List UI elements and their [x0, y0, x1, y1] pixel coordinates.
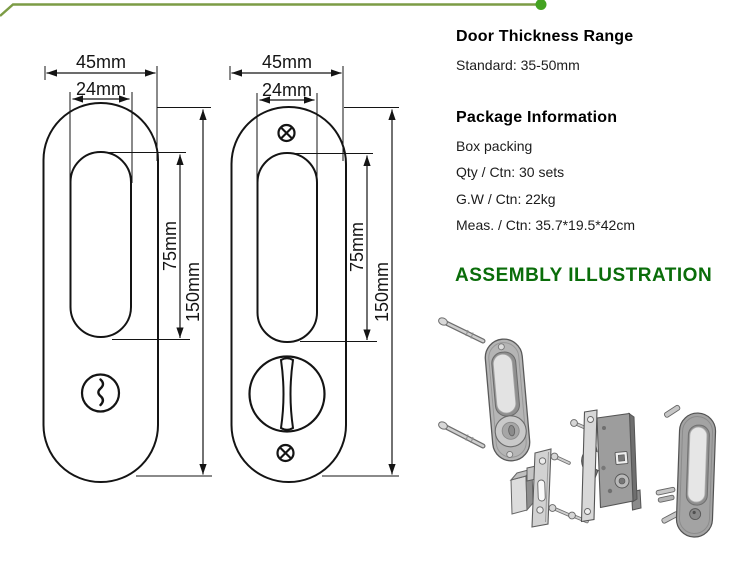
bottom-screw-icon — [276, 443, 295, 463]
package-line: G.W / Ctn: 22kg — [456, 191, 556, 207]
inner-recess-outline — [69, 151, 132, 338]
door-thickness-value: Standard: 35-50mm — [456, 57, 580, 73]
dim-label-inner-width: 24mm — [262, 80, 312, 100]
dim-label-inner-height: 75mm — [347, 222, 367, 272]
long-screw-icon — [438, 317, 486, 344]
package-info-title: Package Information — [456, 109, 618, 126]
assembly-illustration — [438, 317, 717, 538]
accent-line — [0, 3, 541, 17]
dim-label-outer-height: 150mm — [372, 262, 392, 322]
short-screw-icon — [548, 504, 571, 517]
long-screw-icon — [438, 421, 486, 449]
outside-plate-drawing: 45mm 24mm 75mm 150mm — [42, 52, 212, 483]
short-screw-icon — [550, 452, 571, 465]
header-accent-line — [0, 0, 547, 17]
dim-label-outer-width: 45mm — [76, 52, 126, 72]
dim-label-outer-width: 45mm — [262, 52, 312, 72]
package-line: Meas. / Ctn: 35.7*19.5*42cm — [456, 217, 635, 233]
top-screw-icon — [277, 123, 296, 143]
package-line: Box packing — [456, 138, 533, 154]
strike-plate-part — [526, 448, 552, 528]
accent-dot-icon — [535, 0, 547, 10]
spindle-hole — [614, 451, 629, 465]
dimension-drawings: 45mm 24mm 75mm 150mm — [42, 52, 399, 483]
outside-escutcheon-part — [655, 404, 717, 538]
package-line: Qty / Ctn: 30 sets — [456, 164, 565, 180]
inner-recess-outline — [256, 152, 318, 343]
mortise-lock-part — [580, 409, 642, 523]
dim-label-inner-width: 24mm — [76, 79, 126, 99]
assembly-illustration-title: ASSEMBLY ILLUSTRATION — [455, 265, 713, 286]
inside-escutcheon-part — [484, 338, 531, 462]
dim-label-outer-height: 150mm — [183, 262, 203, 322]
inside-plate-drawing: 45mm 24mm 75mm 150mm — [229, 52, 399, 483]
key-cylinder — [80, 373, 121, 413]
keyhole — [689, 508, 702, 520]
door-thickness-title: Door Thickness Range — [456, 28, 634, 45]
dim-label-inner-height: 75mm — [160, 221, 180, 271]
thumbturn — [248, 355, 326, 433]
lock-faceplate — [580, 409, 598, 523]
